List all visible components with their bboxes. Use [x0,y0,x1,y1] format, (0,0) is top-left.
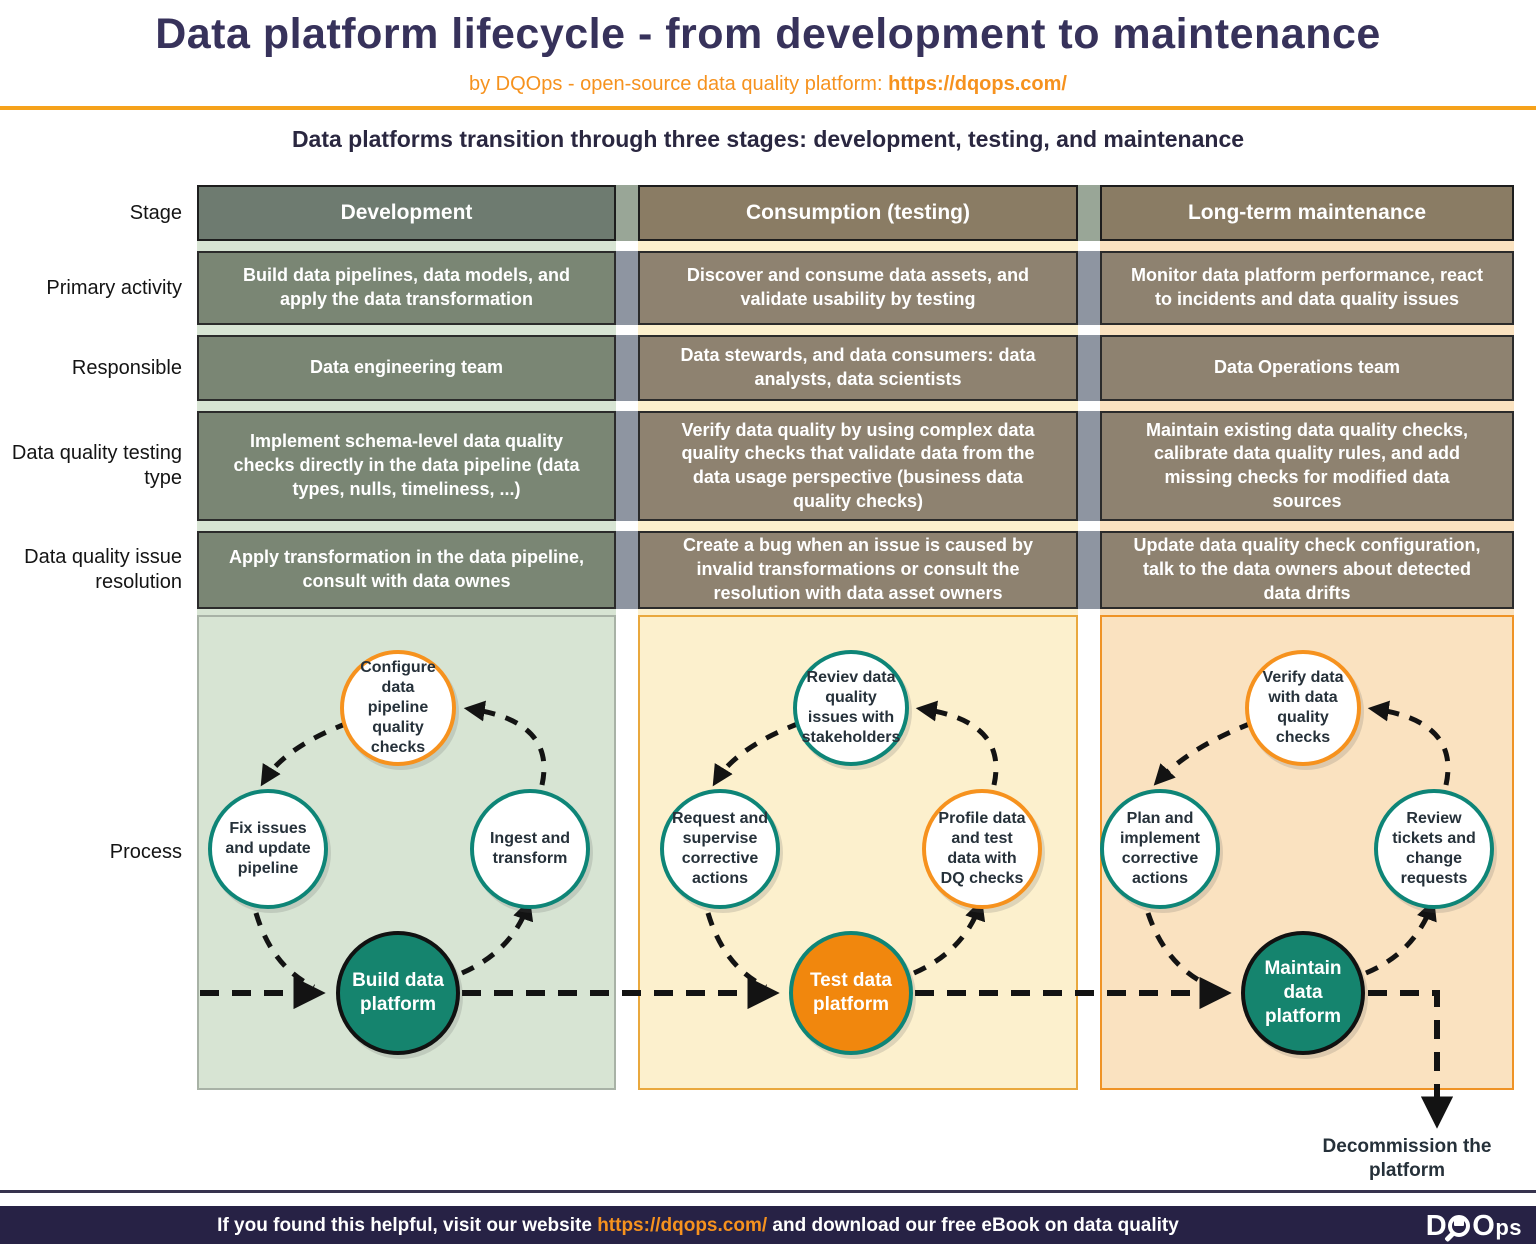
cell-maint-primary-activity: Monitor data platform performance, react… [1100,251,1514,325]
cell-cons-primary-activity: Discover and consume data assets, and va… [638,251,1078,325]
footer-bar: If you found this helpful, visit our web… [0,1206,1536,1244]
cell-maint-issue-resolution: Update data quality check configuration,… [1100,531,1514,609]
step-verify-data-quality-checks: Verify data with data quality checks [1245,650,1361,766]
step-test-data-platform: Test data platform [789,931,913,1055]
step-fix-issues-update-pipeline: Fix issues and update pipeline [208,789,328,909]
magnifier-q-icon [1444,1215,1471,1243]
decommission-label: Decommission the platform [1322,1136,1492,1181]
cell-maint-responsible: Data Operations team [1100,335,1514,401]
step-plan-implement-corrective-actions: Plan and implement corrective actions [1100,789,1220,909]
cell-dev-issue-resolution: Apply transformation in the data pipelin… [197,531,616,609]
column-gutter [616,335,638,401]
divider-rule [0,106,1536,110]
subtitle: by DQOps - open-source data quality plat… [0,73,1536,96]
step-build-data-platform: Build data platform [336,931,460,1055]
cell-cons-issue-resolution: Create a bug when an issue is caused by … [638,531,1078,609]
page-title: Data platform lifecycle - from developme… [155,10,1381,58]
cell-dev-primary-activity: Build data pipelines, data models, and a… [197,251,616,325]
stage-header-development: Development [197,185,616,241]
stage-header-consumption: Consumption (testing) [638,185,1078,241]
footer-link[interactable]: https://dqops.com/ [597,1215,768,1236]
column-gutter [616,185,638,241]
step-profile-test-data-dq-checks: Profile data and test data with DQ check… [922,789,1042,909]
column-gutter [1078,335,1100,401]
subtitle-link[interactable]: https://dqops.com/ [888,73,1067,95]
column-gutter [1078,185,1100,241]
row-label-issue-resolution: Data quality issue resolution [24,546,182,593]
cell-maint-testing-type: Maintain existing data quality checks, c… [1100,411,1514,521]
step-request-supervise-corrective-actions: Request and supervise corrective actions [660,789,780,909]
dqops-logo: D O ps [1425,1209,1522,1243]
lifecycle-table: Stage Development Consumption (testing) … [0,185,1536,1190]
column-gutter [1078,531,1100,609]
step-maintain-data-platform: Maintain data platform [1241,931,1365,1055]
step-review-dq-issues-stakeholders: Reviev data quality issues with stakehol… [793,650,909,766]
subtitle-text: by DQOps - open-source data quality plat… [469,73,889,95]
row-label-responsible: Responsible [71,356,182,379]
column-gutter [616,531,638,609]
row-label-stage: Stage [129,201,182,224]
stage-header-maintenance: Long-term maintenance [1100,185,1514,241]
step-review-tickets-change-requests: Review tickets and change requests [1374,789,1494,909]
step-ingest-and-transform: Ingest and transform [470,789,590,909]
footer-divider [0,1190,1536,1193]
cell-cons-testing-type: Verify data quality by using complex dat… [638,411,1078,521]
footer-text: If you found this helpful, visit our web… [217,1215,1179,1236]
column-gutter [1078,411,1100,521]
cell-dev-testing-type: Implement schema-level data quality chec… [197,411,616,521]
cell-cons-responsible: Data stewards, and data consumers: data … [638,335,1078,401]
column-gutter [1078,251,1100,325]
column-gutter [616,251,638,325]
row-label-process: Process [109,841,182,863]
step-configure-pipeline-checks: Configure data pipeline quality checks [340,650,456,766]
intro-sentence: Data platforms transition through three … [291,126,1245,152]
row-label-testing-type: Data quality testing type [11,442,182,489]
row-label-primary-activity: Primary activity [46,276,182,299]
column-gutter [616,411,638,521]
cell-dev-responsible: Data engineering team [197,335,616,401]
